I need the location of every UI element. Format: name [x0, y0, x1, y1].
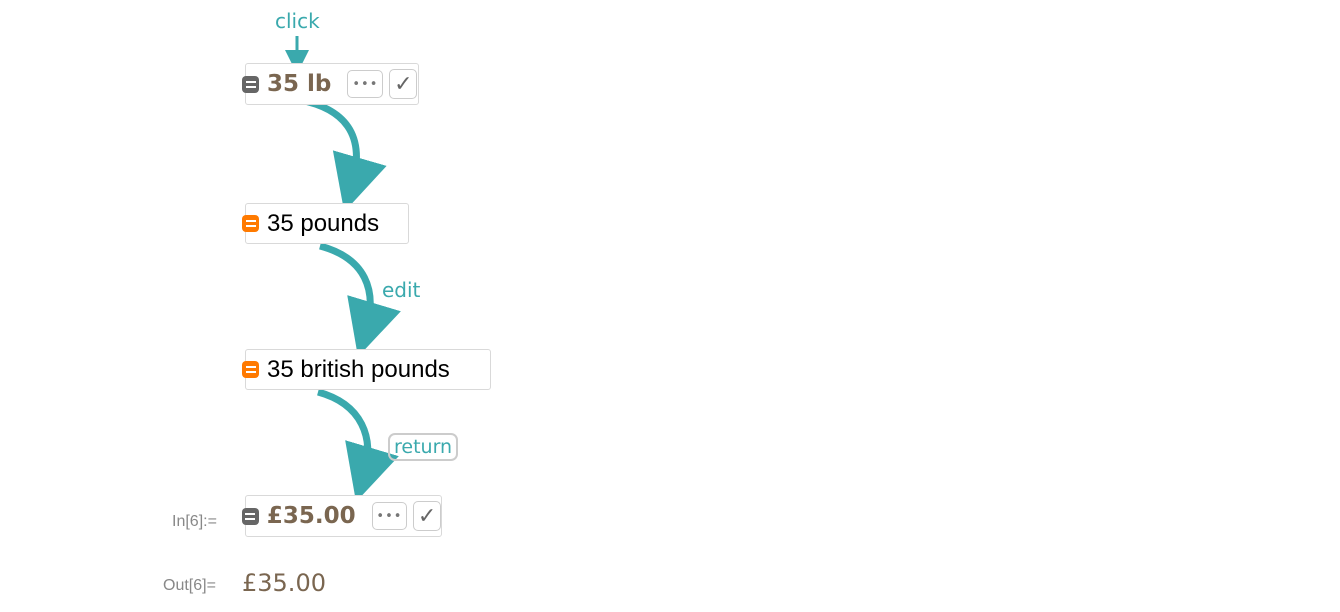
edit-annotation: edit	[382, 278, 421, 302]
freeform-input-collapsed[interactable]: 35 lb ••• ✓	[242, 63, 419, 105]
freeform-input-result[interactable]: £35.00 ••• ✓	[242, 495, 442, 537]
accept-button[interactable]: ✓	[413, 501, 441, 531]
input-text[interactable]: 35 pounds	[267, 209, 380, 237]
more-options-button[interactable]: •••	[347, 70, 384, 98]
flow-arrow-3	[317, 388, 399, 502]
freeform-input-edited[interactable]: 35 british pounds	[242, 349, 491, 390]
output-value: £35.00	[242, 569, 326, 597]
freeform-input-editing[interactable]: 35 pounds	[242, 203, 409, 244]
flow-arrow-1	[296, 96, 387, 212]
accept-button[interactable]: ✓	[389, 69, 418, 99]
flow-arrow-2	[319, 242, 401, 357]
input-text[interactable]: 35 british pounds	[267, 355, 450, 383]
in-label: In[6]:=	[172, 513, 217, 530]
freeform-icon	[242, 507, 259, 525]
quantity-value[interactable]: £35.00	[266, 503, 356, 529]
out-label: Out[6]=	[163, 577, 216, 594]
freeform-icon	[242, 361, 259, 378]
quantity-value[interactable]: 35 lb	[267, 71, 332, 97]
freeform-icon	[242, 75, 259, 93]
freeform-icon	[242, 215, 259, 232]
more-options-button[interactable]: •••	[371, 502, 408, 530]
return-key-annotation: return	[388, 433, 459, 461]
click-annotation: click	[275, 9, 320, 33]
